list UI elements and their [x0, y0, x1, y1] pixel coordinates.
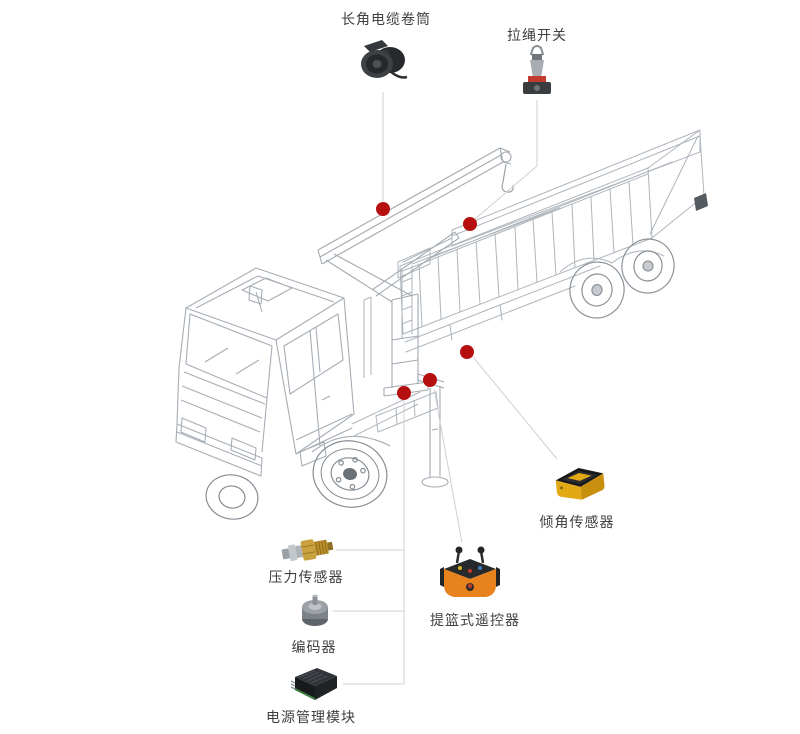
- connector-pull-rope-switch: [474, 100, 538, 220]
- marker-pull-rope-switch: [463, 217, 477, 231]
- headboard-ladder: [397, 247, 431, 339]
- label-power-module: 电源管理模块: [266, 710, 356, 726]
- label-basket-remote: 提篮式遥控器: [430, 613, 520, 629]
- trailer-underframe: [404, 250, 665, 353]
- label-cable-reel: 长角电缆卷筒: [341, 12, 431, 28]
- encoder-image: [297, 591, 333, 631]
- tilt-sensor-image: [546, 456, 612, 506]
- connector-lower-group: [333, 400, 405, 685]
- label-tilt-sensor: 倾角传感器: [539, 515, 615, 531]
- chassis: [351, 296, 439, 437]
- power-module-image: [287, 663, 343, 705]
- basket-remote-image: [438, 545, 502, 603]
- label-pressure-sensor: 压力传感器: [268, 570, 344, 586]
- trailer-rear-panel: [647, 129, 705, 239]
- pressure-sensor-image: [280, 533, 336, 567]
- label-pull-rope-switch: 拉绳开关: [507, 28, 567, 44]
- connector-basket-remote: [433, 388, 463, 544]
- trailer-slats: [418, 181, 634, 328]
- taillight: [694, 193, 708, 211]
- pull-rope-switch-image: [516, 44, 558, 100]
- marker-tilt-sensor: [460, 345, 474, 359]
- marker-lower-group: [397, 386, 411, 400]
- rear-wheels: [569, 238, 675, 319]
- connector-tilt-sensor: [472, 356, 558, 460]
- trailer-bed-floor: [402, 161, 673, 265]
- truck-cab: [175, 267, 355, 477]
- marker-cable-reel: [376, 202, 390, 216]
- trailer-near-panel: [399, 167, 653, 335]
- front-wheels: [205, 435, 391, 520]
- label-encoder: 编码器: [291, 640, 337, 656]
- cable-reel-image: [352, 36, 414, 88]
- marker-basket-remote: [423, 373, 437, 387]
